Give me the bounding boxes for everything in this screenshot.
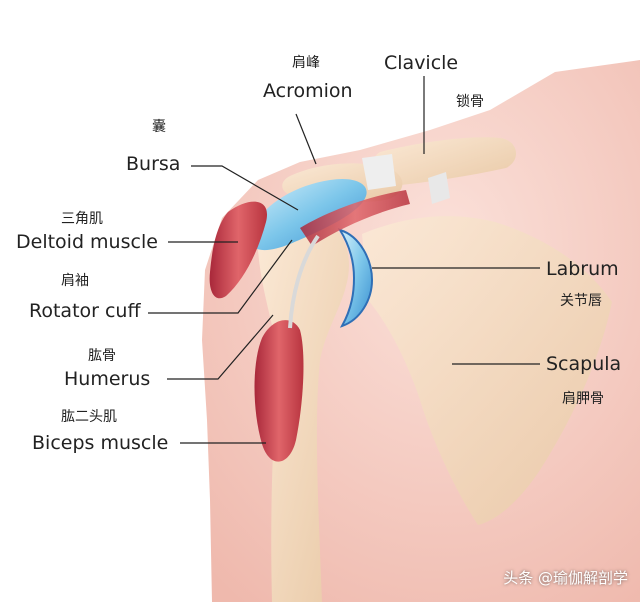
label-humerus-zh: 肱骨 (88, 348, 116, 364)
rotator-cuff-shape (300, 190, 410, 246)
label-biceps: Biceps muscle (32, 432, 169, 454)
ligament-shape (362, 154, 396, 190)
label-acromion: Acromion (263, 80, 353, 102)
ligament-shape (428, 172, 450, 204)
clavicle-shape (372, 137, 517, 187)
leader-line-acromion (295, 113, 317, 165)
scapula-shape (362, 216, 612, 525)
label-scapula: Scapula (546, 353, 622, 375)
label-humerus: Humerus (64, 368, 151, 390)
label-biceps-zh: 肱二头肌 (61, 409, 117, 425)
leader-line-bursa (191, 165, 299, 211)
label-deltoid: Deltoid muscle (16, 231, 158, 253)
label-clavicle: Clavicle (384, 52, 459, 74)
label-bursa-zh: 囊 (152, 119, 166, 135)
deltoid-shape (209, 201, 268, 299)
label-deltoid-zh: 三角肌 (61, 211, 103, 227)
leader-line-humerus (167, 314, 274, 380)
label-rotator-cuff: Rotator cuff (29, 300, 141, 322)
bursa-shape (250, 178, 367, 251)
label-scapula-zh: 肩胛骨 (562, 391, 604, 407)
leader-line-rotator-cuff (148, 239, 293, 314)
label-acromion-zh: 肩峰 (292, 55, 320, 71)
biceps-tendon (288, 234, 320, 329)
label-labrum-zh: 关节唇 (560, 293, 602, 309)
label-rotator-cuff-zh: 肩袖 (61, 273, 89, 289)
labrum-shape (337, 228, 374, 328)
label-clavicle-zh: 锁骨 (456, 94, 484, 110)
humerus-shape (258, 217, 349, 602)
label-labrum: Labrum (546, 258, 619, 280)
biceps-shape (254, 320, 304, 462)
label-bursa: Bursa (126, 153, 181, 175)
watermark: 头条 @瑜伽解剖学 (503, 569, 628, 587)
